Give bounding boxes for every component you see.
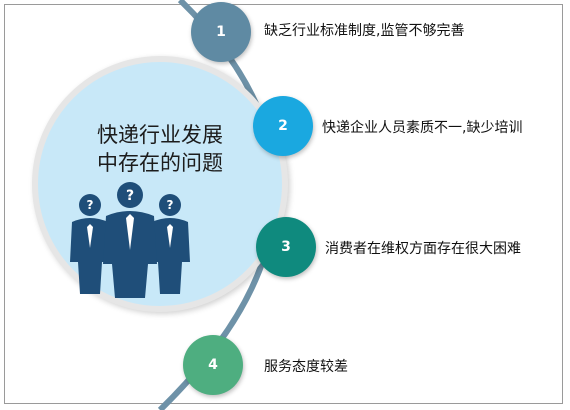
step-3-node: 3 — [256, 217, 316, 277]
svg-text:?: ? — [126, 188, 134, 204]
svg-text:?: ? — [87, 198, 94, 212]
step-2-number: 2 — [278, 118, 288, 134]
step-2-node: 2 — [253, 96, 313, 156]
diagram-frame — [4, 4, 563, 404]
business-people-question-icon: ? ? ? — [70, 182, 190, 298]
step-1-node: 1 — [191, 2, 251, 62]
svg-text:?: ? — [167, 198, 174, 212]
step-1-label: 缺乏行业标准制度,监管不够完善 — [264, 23, 465, 39]
step-2-label: 快递企业人员素质不一,缺少培训 — [322, 120, 523, 136]
center-title-line1: 快递行业发展 — [97, 123, 223, 147]
step-1-number: 1 — [216, 24, 226, 40]
center-title-line2: 中存在的问题 — [97, 151, 223, 175]
step-4-label: 服务态度较差 — [264, 359, 348, 375]
step-3-label: 消费者在维权方面存在很大困难 — [325, 241, 521, 257]
step-4-node: 4 — [183, 335, 243, 395]
step-4-number: 4 — [208, 357, 218, 373]
step-3-number: 3 — [281, 239, 291, 255]
